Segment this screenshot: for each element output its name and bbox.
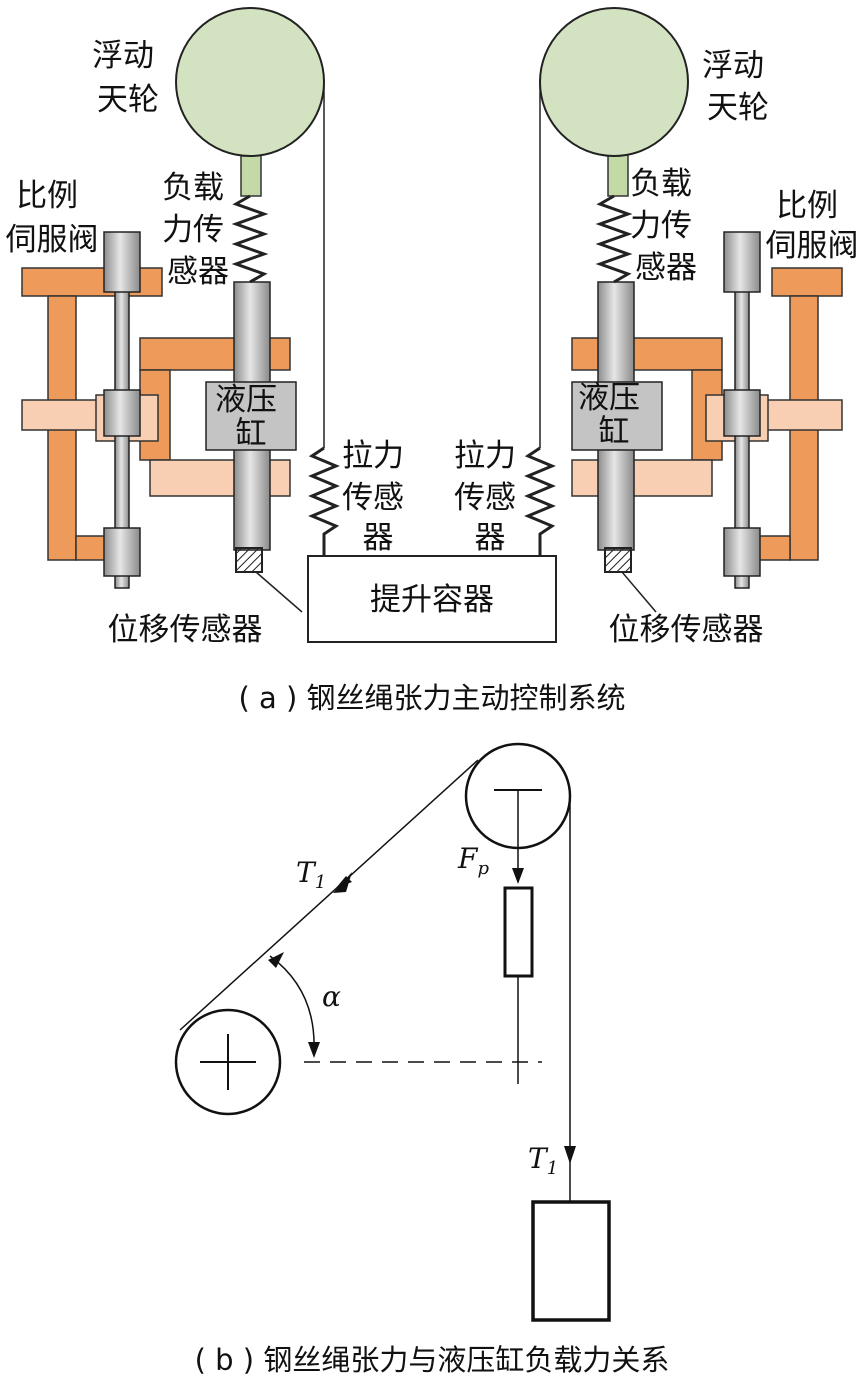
right-hydraulic-cylinder <box>571 281 663 613</box>
load-cylinder-element <box>503 886 534 978</box>
left-valve-label: 比例 伺服阀 <box>6 178 99 258</box>
right-valve-spool <box>723 231 761 589</box>
t1-label-diagonal: T1 <box>296 856 326 893</box>
right-wheel-label: 浮动 天轮 <box>702 48 774 126</box>
part-a-system: 提升容器 浮动 天轮 负载 力传 感器 比例 伺服阀 液压 缸 拉力 传感 器 … <box>6 7 859 715</box>
right-valve-label: 比例 伺服阀 <box>766 188 859 264</box>
right-assembly <box>524 7 843 613</box>
alpha-label: α <box>322 980 341 1013</box>
left-tension-spring <box>308 446 340 556</box>
left-load-sensor-label: 负载 力传 感器 <box>162 170 234 290</box>
hanging-weight <box>531 1200 611 1322</box>
fp-arrow-head <box>512 868 524 884</box>
right-floating-wheel <box>539 7 689 284</box>
alpha-arc <box>269 955 315 1051</box>
diagonal-rope <box>179 759 479 1031</box>
right-displacement-label: 位移传感器 <box>609 612 764 648</box>
caption-b: ( b ) 钢丝绳张力与液压缸负载力关系 <box>195 1343 670 1377</box>
caption-a: ( a ) 钢丝绳张力主动控制系统 <box>238 681 625 715</box>
right-cylinder-label: 液压 缸 <box>578 380 650 450</box>
right-tension-spring <box>524 446 556 556</box>
left-floating-wheel <box>175 7 325 284</box>
fp-label: Fp <box>457 842 489 879</box>
lower-pulley <box>174 1008 282 1116</box>
part-b-force-diagram <box>174 742 611 1322</box>
left-cylinder-label: 液压 缸 <box>215 382 287 452</box>
left-wheel-label: 浮动 天轮 <box>92 38 164 118</box>
right-load-sensor-label: 负载 力传 感器 <box>630 166 702 286</box>
left-hydraulic-cylinder <box>205 281 303 613</box>
t1-label-vertical: T1 <box>528 1142 558 1179</box>
left-displacement-label: 位移传感器 <box>108 612 263 648</box>
right-tension-sensor-label: 拉力 传感 器 <box>454 438 526 556</box>
lifting-container <box>307 555 557 643</box>
left-tension-sensor-label: 拉力 传感 器 <box>342 438 414 556</box>
container-label: 提升容器 <box>370 582 494 618</box>
left-valve-spool <box>103 231 141 589</box>
t1-vertical-arrow <box>564 1146 576 1164</box>
left-assembly <box>21 7 340 613</box>
